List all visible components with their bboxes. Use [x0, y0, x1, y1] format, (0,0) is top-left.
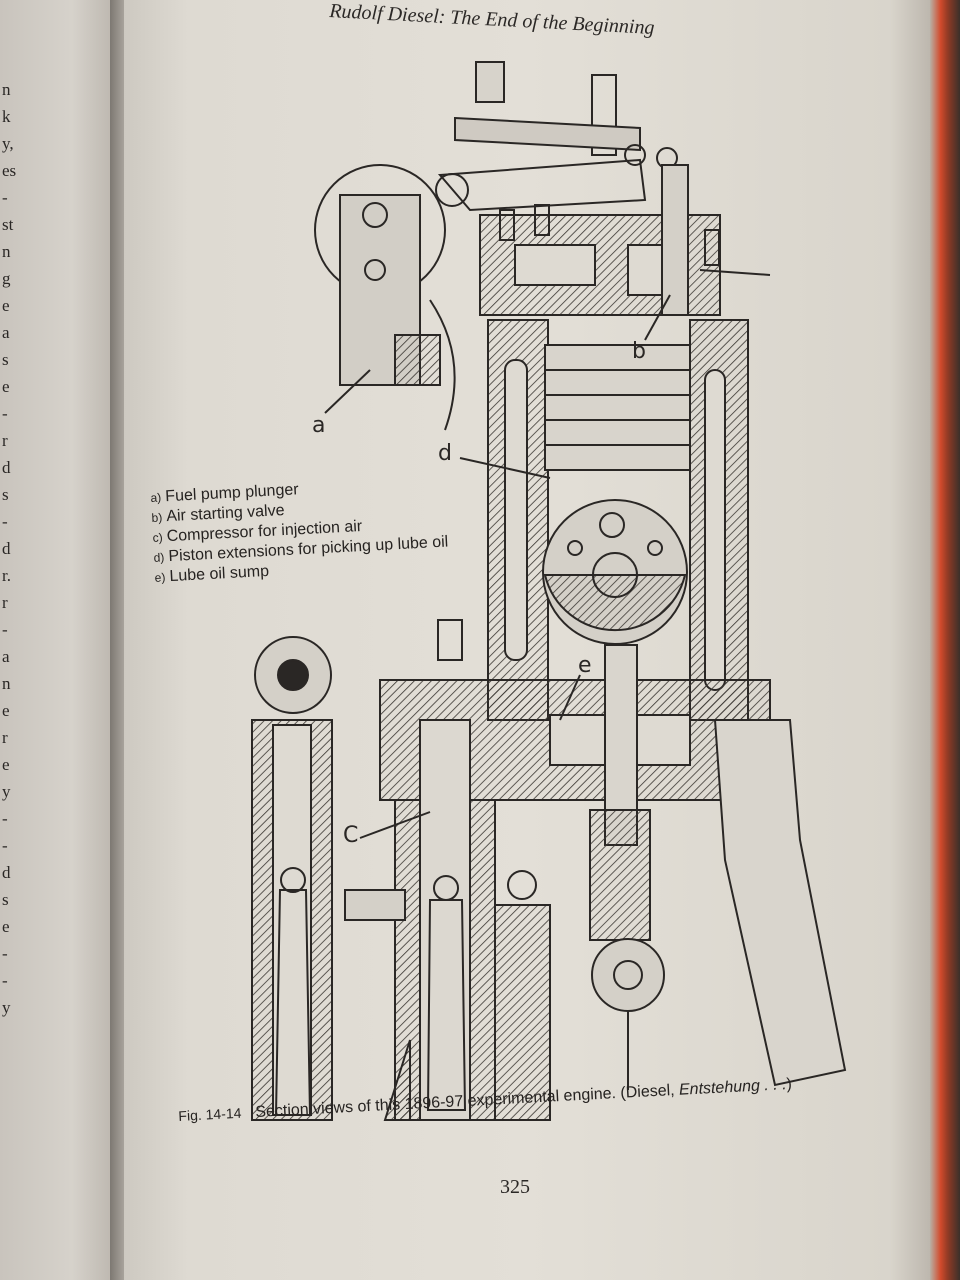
callout-b: b — [632, 339, 646, 364]
left-page-fragment: s — [2, 485, 9, 504]
left-page-fragment: - — [2, 188, 8, 207]
left-page-fragment: n — [2, 242, 11, 261]
left-page-fragment: - — [2, 512, 8, 531]
left-page-fragment: e — [2, 701, 10, 720]
left-page-fragment: d — [2, 458, 11, 477]
left-page-fragment: st — [2, 215, 14, 234]
left-page-fragment: e — [2, 755, 10, 774]
left-page-fragment: n — [2, 674, 11, 693]
left-page-fragment: d — [2, 863, 11, 882]
left-page-fragment: a — [2, 323, 10, 342]
piston — [544, 344, 691, 471]
left-page-fragment: - — [2, 944, 8, 963]
left-page-fragment: e — [2, 917, 10, 936]
left-page-fragment: r — [2, 728, 8, 747]
callout-d: d — [438, 441, 452, 466]
figure-label: Fig. 14-14 — [178, 1104, 242, 1124]
left-page-fragment: g — [2, 269, 11, 288]
left-page-fragment: - — [2, 971, 8, 990]
callout-e: e — [578, 653, 592, 678]
left-page-fragment: r. — [2, 566, 11, 585]
left-page-fragment: n — [2, 80, 11, 99]
left-page-fragment: es — [2, 161, 17, 180]
callout-a: a — [312, 413, 325, 438]
left-page-fragment: d — [2, 539, 11, 558]
left-page-fragment: - — [2, 809, 8, 828]
exhaust-pipe — [713, 719, 847, 1087]
left-page-fragment: r — [2, 431, 8, 450]
left-page-fragment: y — [2, 998, 11, 1017]
left-page-fragment: k — [2, 107, 11, 126]
left-page-fragment: - — [2, 404, 8, 423]
left-page-fragment: s — [2, 350, 9, 369]
figure-legend: a) Fuel pump plunger b) Air starting val… — [150, 473, 450, 588]
left-page-fragment: s — [2, 890, 9, 909]
left-page-fragment: e — [2, 377, 10, 396]
page-number: 325 — [500, 1176, 530, 1198]
valve-gear-top — [475, 61, 505, 103]
left-page-fragment: e — [2, 296, 10, 315]
callout-c: C — [343, 823, 358, 848]
left-page-fragment: y — [2, 782, 11, 801]
left-page-fragment: - — [2, 836, 8, 855]
left-page-fragment: y, — [2, 134, 14, 153]
left-page-fragment: r — [2, 593, 8, 612]
book-edge — [930, 0, 960, 1280]
left-page-fragment: a — [2, 647, 10, 666]
left-page-fragment: - — [2, 620, 8, 639]
left-page — [0, 0, 120, 1280]
caption-close: ) — [786, 1075, 793, 1094]
